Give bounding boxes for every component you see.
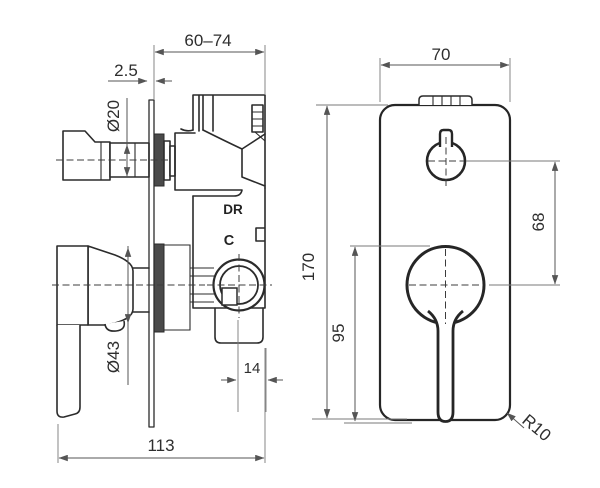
- dim-escutcheon-diameter-label: Ø43: [104, 341, 123, 373]
- outlet-label-c: C: [224, 233, 235, 249]
- dim-outlet-offset-label: 14: [244, 360, 261, 377]
- escutcheon-and-lever: [56, 245, 150, 418]
- cartridge-housing: [174, 132, 266, 197]
- dim-corner-radius: R10: [506, 410, 555, 445]
- diverter-spindle-side: [62, 130, 150, 181]
- dim-lever-length: 95: [329, 246, 359, 422]
- inlet-block: [164, 244, 191, 331]
- dim-overall-depth-label: 113: [147, 436, 174, 455]
- dim-centre-distance-label: 68: [529, 213, 548, 232]
- dim-escutcheon-diameter: Ø43: [104, 246, 132, 385]
- dim-spindle-diameter: Ø20: [104, 98, 131, 177]
- dim-depth-range: 60–74: [153, 31, 266, 100]
- dim-spindle-diameter-label: Ø20: [104, 100, 123, 132]
- valve-body: [174, 94, 266, 344]
- lever-stem: [132, 267, 150, 313]
- dim-outlet-offset: 14: [221, 320, 283, 412]
- outlet-keyway: [221, 287, 238, 306]
- dim-plate-width-label: 70: [432, 45, 451, 64]
- lower-union: [214, 307, 264, 344]
- centerlines-front: [409, 137, 483, 324]
- dim-plate-thickness: 2.5: [108, 61, 172, 85]
- dim-plate-height: 170: [299, 105, 331, 419]
- lever-lip: [104, 320, 126, 332]
- dim-lever-length-label: 95: [329, 324, 348, 343]
- wall-plate: [148, 99, 155, 428]
- inlet-ports: [190, 267, 214, 303]
- dim-overall-depth: 113: [57, 348, 266, 463]
- dim-plate-width: 70: [379, 45, 511, 102]
- mounting-flange-bottom: [153, 243, 165, 333]
- front-view: 70 170 95 68 R10: [299, 45, 560, 445]
- extension-lines: [312, 104, 560, 424]
- dim-centre-distance: 68: [529, 161, 559, 285]
- lever-hub: [56, 245, 89, 326]
- dim-plate-height-label: 170: [299, 253, 318, 281]
- dim-plate-thickness-label: 2.5: [114, 61, 138, 80]
- lever-handle-side: [56, 325, 81, 418]
- outlet-label-dr: DR: [223, 202, 243, 217]
- side-view: 60–74 2.5 Ø20 Ø43 14 1: [52, 31, 283, 463]
- mounting-tabs: [418, 95, 473, 105]
- dim-corner-radius-label: R10: [518, 410, 554, 445]
- dim-depth-range-label: 60–74: [184, 31, 231, 50]
